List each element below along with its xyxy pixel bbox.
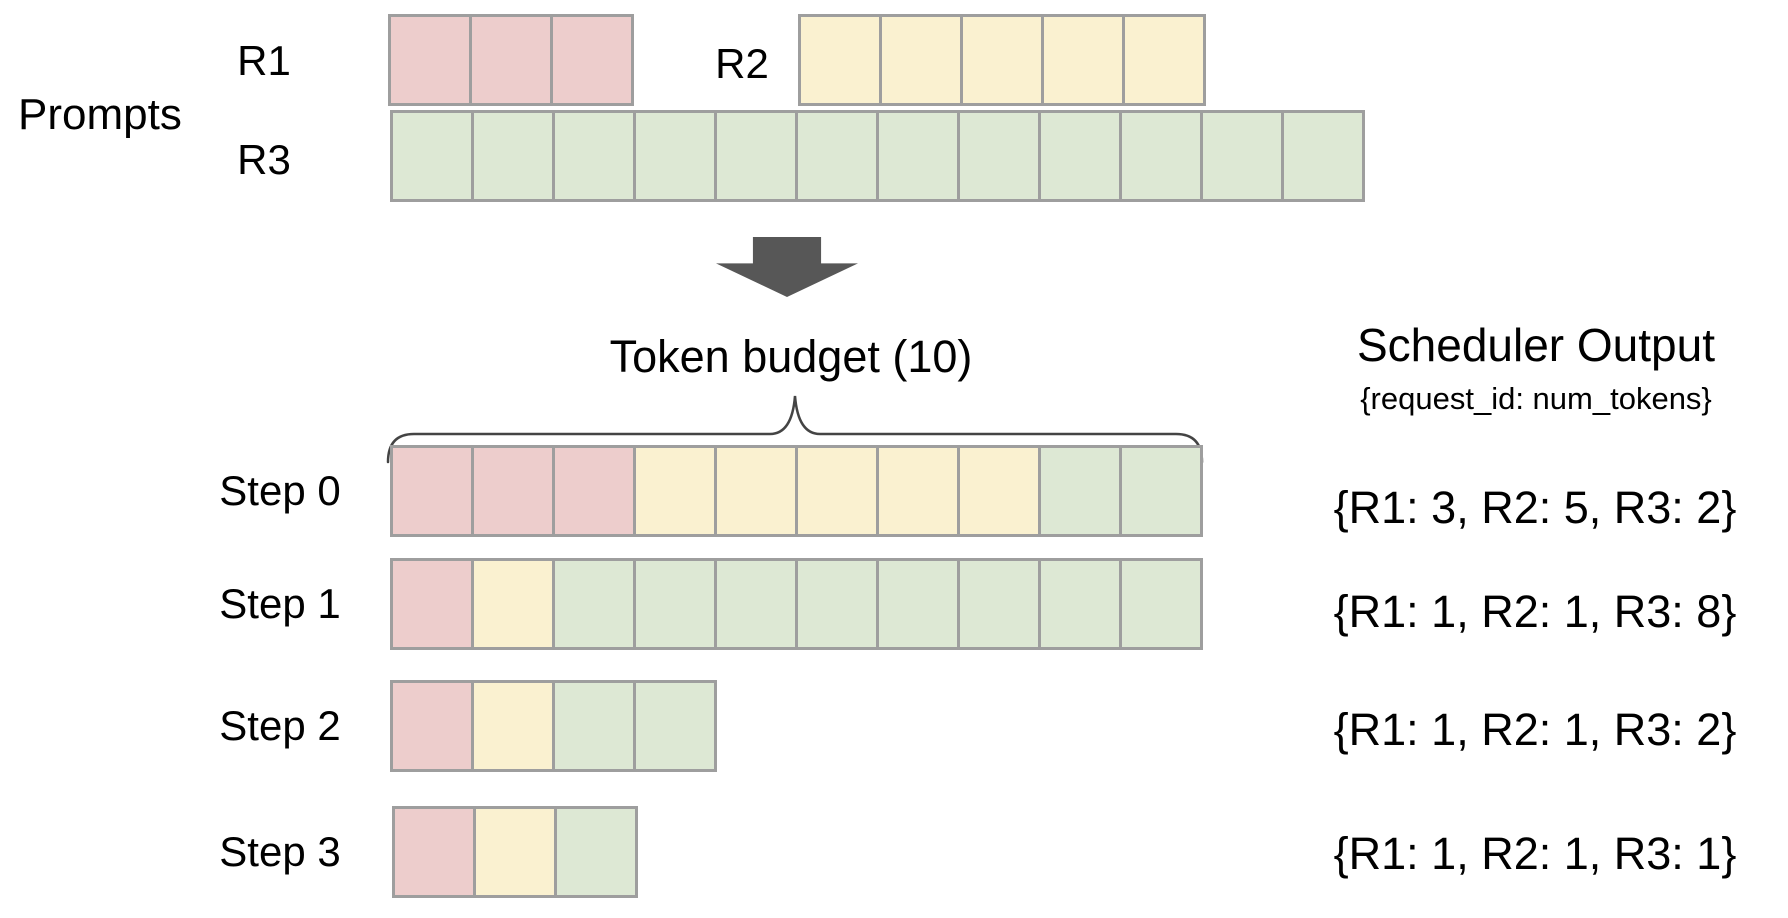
token-cell-r3 bbox=[1038, 561, 1119, 647]
token-cell-r3 bbox=[795, 113, 876, 199]
step-label-2: Step 2 bbox=[219, 702, 341, 749]
token-cell-r2 bbox=[795, 448, 876, 534]
token-cell-r3 bbox=[876, 561, 957, 647]
token-cell-r3 bbox=[1119, 113, 1200, 199]
step-label-1: Step 1 bbox=[219, 580, 341, 627]
token-cell-r2 bbox=[876, 448, 957, 534]
scheduler-output-value-1: {R1: 1, R2: 1, R3: 8} bbox=[1333, 586, 1737, 637]
token-cell-r3 bbox=[1281, 113, 1362, 199]
token-cell-r2 bbox=[1122, 17, 1203, 103]
token-cell-r3 bbox=[714, 561, 795, 647]
token-cell-r3 bbox=[552, 113, 633, 199]
scheduler-output-value-3: {R1: 1, R2: 1, R3: 1} bbox=[1333, 828, 1737, 879]
scheduler-output-value-0: {R1: 3, R2: 5, R3: 2} bbox=[1333, 482, 1737, 533]
token-cell-r3 bbox=[552, 561, 633, 647]
token-cell-r3 bbox=[957, 113, 1038, 199]
token-cell-r1 bbox=[393, 561, 471, 647]
token-cell-r3 bbox=[552, 683, 633, 769]
step-bar-1 bbox=[390, 558, 1203, 650]
token-cell-r2 bbox=[957, 448, 1038, 534]
token-cell-r3 bbox=[393, 113, 471, 199]
token-cell-r1 bbox=[471, 448, 552, 534]
token-budget-brace-icon bbox=[386, 395, 1204, 464]
token-cell-r1 bbox=[391, 17, 469, 103]
token-budget-label: Token budget (10) bbox=[609, 331, 973, 382]
scheduler-output-format: {request_id: num_tokens} bbox=[1360, 381, 1712, 416]
token-cell-r2 bbox=[879, 17, 960, 103]
request-label-r1: R1 bbox=[237, 37, 291, 84]
token-cell-r1 bbox=[393, 683, 471, 769]
request-label-r3: R3 bbox=[237, 136, 291, 183]
prompt-bar-r2 bbox=[798, 14, 1206, 106]
token-cell-r1 bbox=[552, 448, 633, 534]
token-cell-r3 bbox=[876, 113, 957, 199]
token-cell-r2 bbox=[633, 448, 714, 534]
step-label-0: Step 0 bbox=[219, 467, 341, 514]
scheduler-output-value-2: {R1: 1, R2: 1, R3: 2} bbox=[1333, 704, 1737, 755]
token-cell-r3 bbox=[554, 809, 635, 895]
token-cell-r2 bbox=[960, 17, 1041, 103]
step-bar-0 bbox=[390, 445, 1203, 537]
token-cell-r3 bbox=[633, 561, 714, 647]
prompt-bar-r1 bbox=[388, 14, 634, 106]
token-cell-r3 bbox=[1038, 113, 1119, 199]
token-cell-r2 bbox=[471, 561, 552, 647]
token-cell-r3 bbox=[1038, 448, 1119, 534]
token-cell-r2 bbox=[714, 448, 795, 534]
token-cell-r2 bbox=[1041, 17, 1122, 103]
token-cell-r3 bbox=[1200, 113, 1281, 199]
token-cell-r3 bbox=[633, 683, 714, 769]
step-bar-2 bbox=[390, 680, 717, 772]
token-cell-r3 bbox=[795, 561, 876, 647]
token-cell-r3 bbox=[714, 113, 795, 199]
request-label-r2: R2 bbox=[715, 40, 769, 87]
down-arrow-icon bbox=[716, 237, 858, 297]
token-cell-r1 bbox=[393, 448, 471, 534]
token-cell-r1 bbox=[469, 17, 550, 103]
token-cell-r2 bbox=[801, 17, 879, 103]
token-cell-r3 bbox=[957, 561, 1038, 647]
step-label-3: Step 3 bbox=[219, 828, 341, 875]
prompts-section-label: Prompts bbox=[18, 90, 182, 139]
token-cell-r1 bbox=[395, 809, 473, 895]
scheduler-output-title: Scheduler Output bbox=[1356, 319, 1715, 371]
token-cell-r2 bbox=[473, 809, 554, 895]
token-cell-r3 bbox=[1119, 561, 1200, 647]
step-bar-3 bbox=[392, 806, 638, 898]
token-cell-r2 bbox=[471, 683, 552, 769]
token-cell-r3 bbox=[633, 113, 714, 199]
token-cell-r3 bbox=[1119, 448, 1200, 534]
prompt-bar-r3 bbox=[390, 110, 1365, 202]
token-cell-r3 bbox=[471, 113, 552, 199]
token-cell-r1 bbox=[550, 17, 631, 103]
